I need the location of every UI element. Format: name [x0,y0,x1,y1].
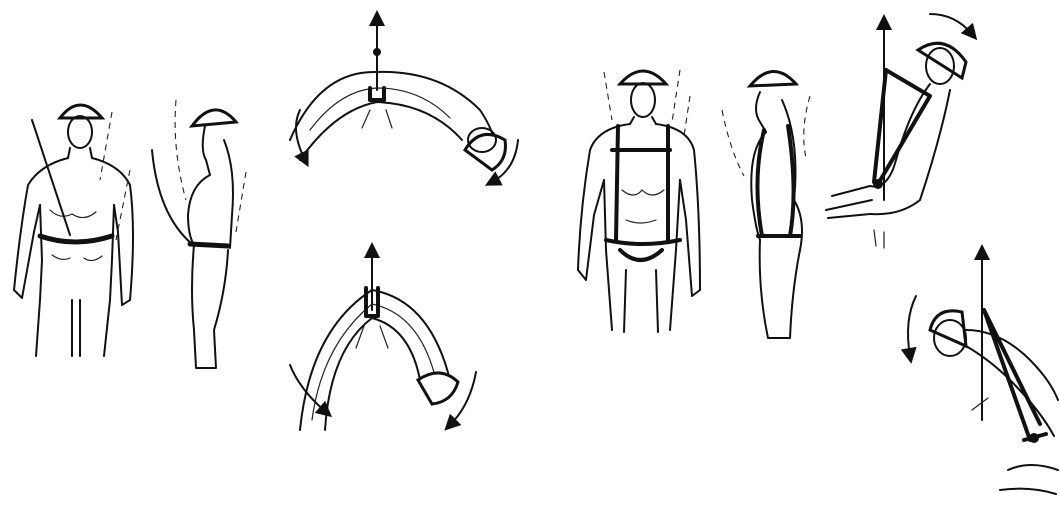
helmet-icon [192,110,236,126]
belt-fall-bend-top-figure [290,18,518,182]
helmet-icon [750,71,796,86]
harness-straps [874,70,930,184]
helmet-icon [418,373,458,404]
waist-belt [190,244,228,246]
belt-fall-bend-bottom-figure [290,250,476,430]
harness-leg-loops [620,250,662,260]
belt-front-figure [14,105,133,356]
harness-fall-top-figure [826,14,972,248]
harness-fall-bottom-figure [908,252,1058,494]
waist-belt [40,236,112,242]
harness-side-figure [722,71,810,338]
harness-front-figure [578,70,700,332]
belt-side-figure [152,100,246,368]
harness-side-straps [757,126,793,236]
harness-waist-strap [606,240,680,244]
harness-straps [984,310,1046,440]
